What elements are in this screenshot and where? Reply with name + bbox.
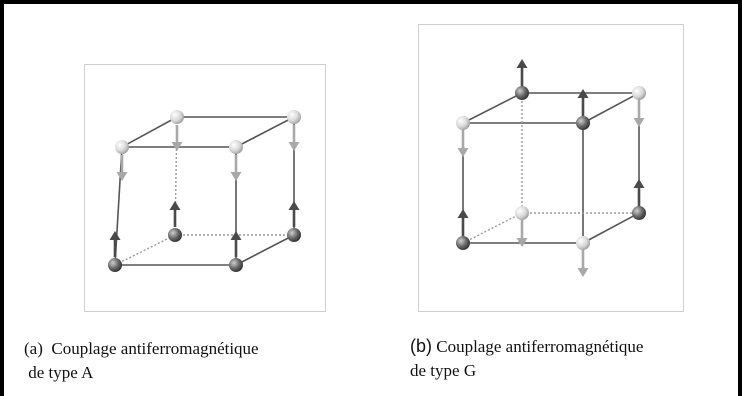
atom-dark (229, 258, 243, 272)
cube-edge (582, 212, 640, 244)
atom-dark (632, 206, 646, 220)
caption-a-letter: (a) (24, 339, 43, 358)
spin-down-arrow (171, 125, 183, 151)
spin-up-arrow (577, 89, 589, 116)
hidden-cube-edge (462, 212, 523, 244)
atom-light (229, 140, 243, 154)
spin-down-arrow (516, 220, 528, 247)
spin-down-arrow (633, 100, 645, 127)
panel-type-a (84, 64, 326, 312)
atom-dark (515, 86, 529, 100)
spin-up-arrow-head (633, 179, 645, 188)
spin-up-arrow (457, 209, 469, 236)
spin-down-arrow (116, 155, 128, 181)
spin-down-arrow (577, 250, 589, 277)
spin-up-arrow-head (577, 89, 589, 98)
atom-dark (576, 116, 590, 130)
spin-up-arrow (288, 201, 300, 227)
spin-up-arrow-head (288, 201, 300, 210)
caption-a-line1: Couplage antiferromagnétique (51, 339, 259, 358)
spin-down-arrow-head (116, 172, 128, 181)
atom-dark (287, 228, 301, 242)
spin-up-arrow (109, 231, 121, 257)
atom-dark (108, 258, 122, 272)
atom-light (456, 116, 470, 130)
cube-edge (235, 234, 295, 266)
spin-up-arrow (516, 59, 528, 86)
cube-edge (121, 116, 178, 148)
caption-b-line2: de type G (410, 361, 477, 380)
spin-up-arrow-head (516, 59, 528, 68)
cube-edge (235, 116, 295, 148)
spin-down-arrow (457, 130, 469, 157)
spin-down-arrow-head (577, 268, 589, 277)
cube-diagram-type-a (108, 110, 301, 272)
spin-down-arrow-head (457, 148, 469, 157)
atom-light (170, 110, 184, 124)
spin-up-arrow (633, 179, 645, 206)
caption-a-line2: de type A (28, 363, 94, 382)
spin-up-arrow-head (230, 231, 242, 240)
caption-b-letter: (b) (410, 336, 432, 356)
spin-down-arrow (230, 155, 242, 181)
caption-type-g: (b) Couplage antiferromagnétique de type… (410, 334, 643, 383)
spin-up-arrow (169, 201, 181, 227)
panel-type-g (418, 24, 684, 312)
atom-light (632, 86, 646, 100)
atom-dark (168, 228, 182, 242)
spin-down-arrow-head (516, 238, 528, 247)
spin-down-arrow-head (230, 172, 242, 181)
cube-edge (462, 92, 523, 124)
spin-up-arrow-head (109, 231, 121, 240)
spin-up-arrow-head (169, 201, 181, 210)
spin-up-arrow (230, 231, 242, 257)
caption-b-line1: Couplage antiferromagnétique (436, 337, 644, 356)
cube-diagram-type-g (456, 59, 646, 277)
atom-dark (456, 236, 470, 250)
atom-light (576, 236, 590, 250)
atom-light (515, 206, 529, 220)
atom-light (287, 110, 301, 124)
spin-down-arrow-head (633, 118, 645, 127)
cube-edge (582, 92, 640, 124)
spin-down-arrow-head (171, 142, 183, 151)
hidden-cube-edge (114, 234, 176, 266)
caption-type-a: (a) Couplage antiferromagnétique de type… (24, 337, 259, 385)
spin-up-arrow-head (457, 209, 469, 218)
atom-light (115, 140, 129, 154)
spin-down-arrow-head (288, 142, 300, 151)
spin-down-arrow (288, 125, 300, 151)
